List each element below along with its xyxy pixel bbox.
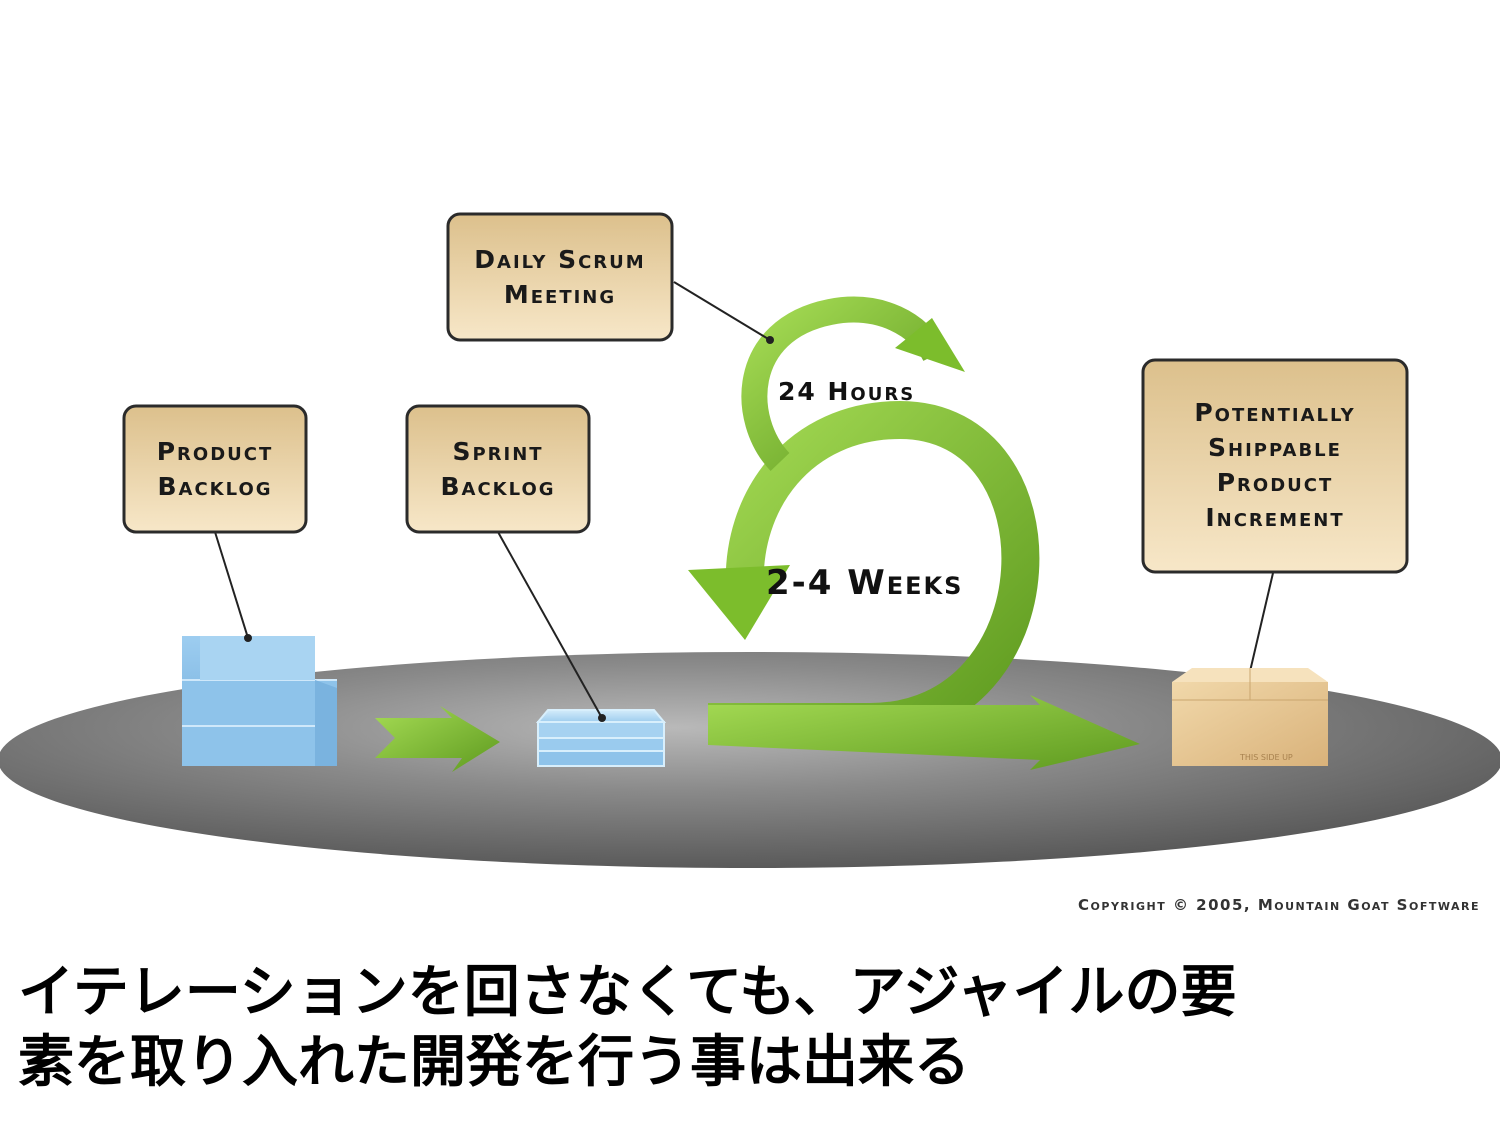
caption-line-2: 素を取り入れた開発を行う事は出来る xyxy=(18,1030,970,1095)
daily-scrum-label-2: Meeting xyxy=(504,280,616,309)
backlog-flow-arrow xyxy=(375,706,500,772)
daily-scrum-box: Daily Scrum Meeting xyxy=(446,212,674,342)
product-backlog-blocks xyxy=(182,636,337,766)
package-stamp: THIS SIDE UP xyxy=(1239,753,1293,762)
platform-ellipse xyxy=(0,652,1500,868)
caption-line-1: イテレーションを回さなくても、アジャイルの要 xyxy=(18,960,1237,1025)
sprint-backlog-label-1: Sprint xyxy=(452,437,543,466)
product-backlog-label-1: Product xyxy=(157,437,274,466)
shippable-label-2: Shippable xyxy=(1208,433,1342,462)
sprint-loop-arrow xyxy=(688,400,1140,770)
sprint-backlog-stack xyxy=(535,709,667,767)
product-backlog-box: Product Backlog xyxy=(122,404,308,534)
copyright-text: Copyright © 2005, Mountain Goat Software xyxy=(1078,896,1480,914)
shippable-increment-box: Potentially Shippable Product Increment xyxy=(1141,358,1409,574)
package-box-icon: THIS SIDE UP xyxy=(1172,668,1328,766)
product-backlog-label-2: Backlog xyxy=(157,472,272,501)
daily-loop-arrow xyxy=(741,296,965,471)
weeks-2-4-label: 2-4 Weeks xyxy=(766,563,963,603)
shippable-label-1: Potentially xyxy=(1194,398,1355,427)
shippable-label-3: Product xyxy=(1217,468,1334,497)
sprint-backlog-label-2: Backlog xyxy=(440,472,555,501)
connector-lines xyxy=(214,281,1274,719)
shippable-label-4: Increment xyxy=(1205,503,1344,532)
hours-24-label: 24 Hours xyxy=(778,377,915,406)
scrum-diagram: THIS SIDE UP Daily Scrum Meeting Product… xyxy=(0,212,1500,914)
daily-scrum-label-1: Daily Scrum xyxy=(474,245,645,274)
sprint-backlog-box: Sprint Backlog xyxy=(405,404,591,534)
caption: イテレーションを回さなくても、アジャイルの要 素を取り入れた開発を行う事は出来る xyxy=(18,958,1488,1098)
